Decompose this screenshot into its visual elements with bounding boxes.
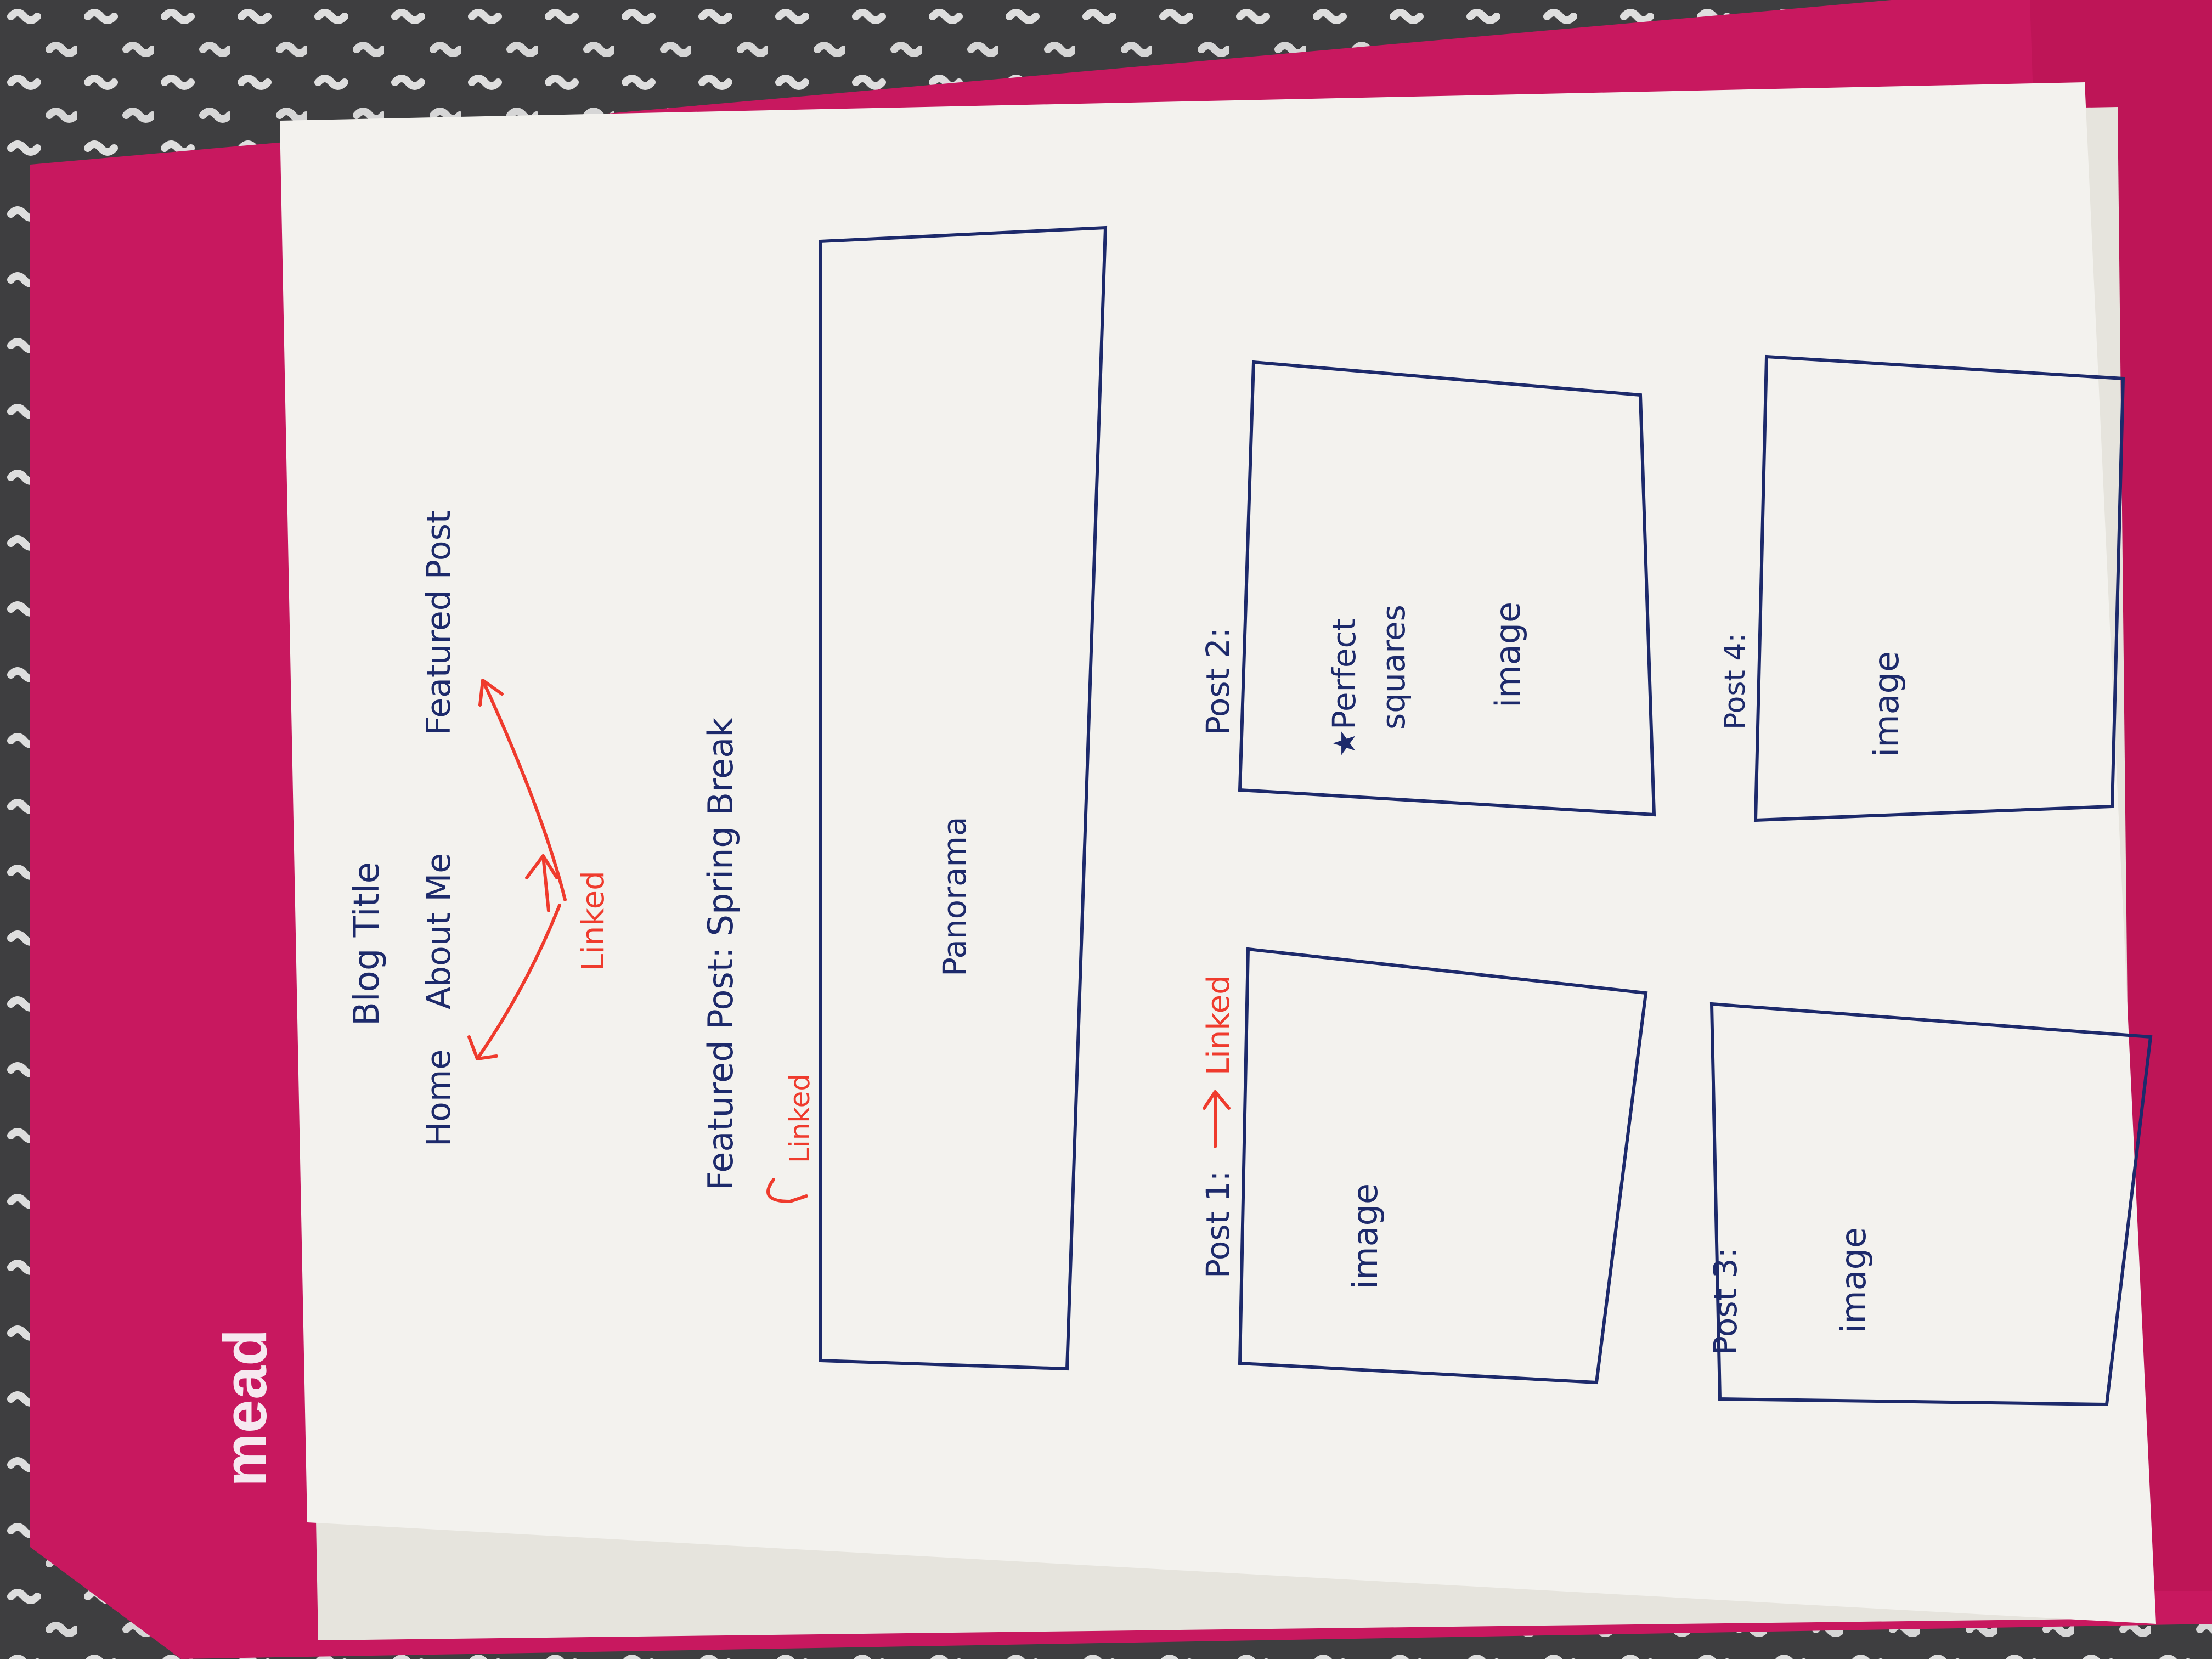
paper-sheet [280,82,2156,1624]
post-4-image-box [1753,354,2125,822]
featured-red-curve [766,1178,808,1204]
post-1-image-box [1238,947,1648,1385]
post-3-label: Post 3: [1707,1248,1744,1355]
post-2-note-line2: squares [1375,605,1412,730]
blog-title: Blog Title [347,862,387,1026]
post-4-image-label: image [1866,651,1906,757]
panorama-label: Panorama [936,816,973,977]
post-2-image-box [1238,360,1656,817]
nav-about-me: About Me [420,853,458,1009]
post-1-label: Post 1: [1199,1171,1237,1278]
featured-linked-note: Linked [784,1074,816,1163]
post-1-image-label: image [1345,1183,1385,1289]
nav-featured-post: Featured Post [420,511,458,735]
post-1-linked-note: Linked [1201,975,1237,1075]
post-1-arrow [1203,1090,1231,1148]
mead-logo: mead [212,1329,279,1487]
post-4-label: Post 4: [1719,633,1752,730]
nav-linked-arrows [467,679,567,1060]
post-2-image-label: image [1488,602,1528,708]
nav-home: Home [420,1049,458,1147]
post-3-image-box [1709,1002,2153,1407]
panorama-box [819,225,1108,1371]
post-2-star-icon: ★ [1327,730,1363,757]
featured-heading: Featured Post: Spring Break [701,718,741,1190]
nav-linked-note: Linked [575,871,611,971]
post-2-note-line1: Perfect [1325,618,1363,730]
post-2-label: Post 2: [1199,628,1237,735]
post-3-image-label: image [1833,1227,1874,1333]
wireframe-sketch: Blog Title Home About Me Featured Post L… [347,225,2153,1407]
